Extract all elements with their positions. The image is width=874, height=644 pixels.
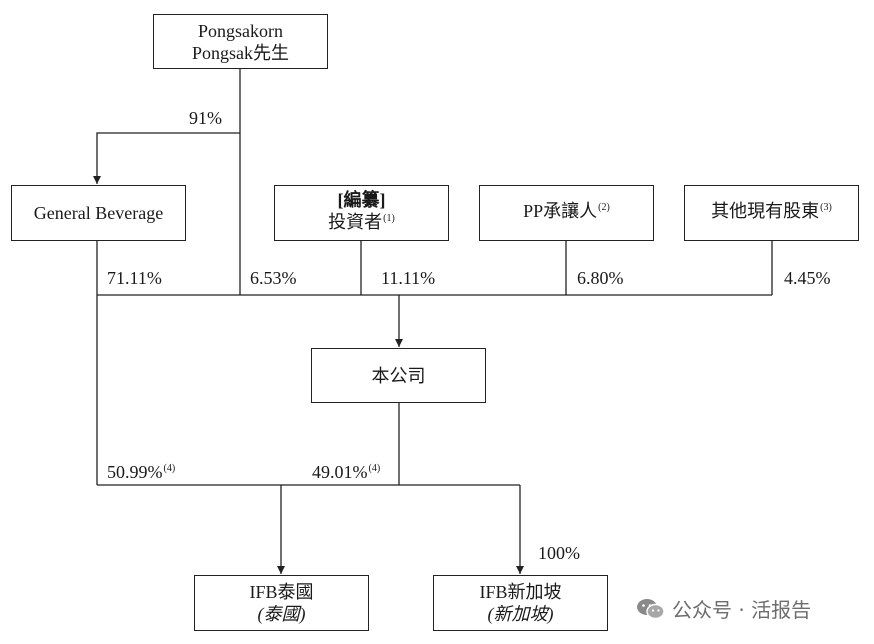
edge-label-founder-to-company: 6.53% xyxy=(250,268,297,288)
edge-label-pp-to-company: 6.80% xyxy=(577,268,624,288)
company-label: 本公司 xyxy=(371,365,426,386)
edge-note-gb-to-ifb-thailand: (4) xyxy=(163,463,176,474)
wechat-icon xyxy=(637,598,665,619)
ifb-singapore-line1: IFB新加坡 xyxy=(479,582,562,602)
other-shareholders-note: (3) xyxy=(820,202,832,213)
other-shareholders-label: 其他現有股東 xyxy=(711,201,820,221)
investors-box: [編纂] 投資者(1) xyxy=(274,185,449,241)
edge-note-company-to-ifb-thailand: (4) xyxy=(368,463,381,474)
investors-note: (1) xyxy=(383,213,395,224)
pp-assignees-label: PP承讓人 xyxy=(523,201,598,221)
edge-value-gb-to-ifb-thailand: 50.99% xyxy=(107,462,163,482)
general-beverage-label: General Beverage xyxy=(33,203,164,223)
company-box: 本公司 xyxy=(311,348,486,403)
investors-label-line: 投資者(1) xyxy=(328,211,395,237)
pp-assignees-box: PP承讓人(2) xyxy=(479,185,654,241)
watermark: 公众号 · 活报告 xyxy=(636,594,811,623)
ifb-singapore-box: IFB新加坡 (新加坡) xyxy=(433,575,608,631)
edge-label-company-to-ifb-thailand: 49.01%(4) xyxy=(312,462,380,486)
edge-label-company-to-ifb-singapore: 100% xyxy=(538,543,580,563)
ifb-singapore-line2: (新加坡) xyxy=(487,604,554,624)
founder-name-line1: Pongsakorn xyxy=(198,20,283,41)
watermark-text: 公众号 · 活报告 xyxy=(672,598,812,622)
founder-name-line2: Pongsak先生 xyxy=(191,42,289,63)
general-beverage-box: General Beverage xyxy=(11,185,186,241)
pp-assignees-note: (2) xyxy=(598,202,610,213)
edge-label-founder-to-gb: 91% xyxy=(189,108,222,128)
investors-bracket-text: [編纂] xyxy=(337,190,386,210)
ifb-thailand-line2: (泰國) xyxy=(257,604,306,624)
ifb-thailand-line1: IFB泰國 xyxy=(249,582,314,602)
pp-assignees-label-line: PP承讓人(2) xyxy=(523,200,610,226)
ifb-thailand-box: IFB泰國 (泰國) xyxy=(194,575,369,631)
other-shareholders-box: 其他現有股東(3) xyxy=(684,185,859,241)
investors-label: 投資者 xyxy=(328,212,383,232)
edge-label-investors-to-company: 11.11% xyxy=(381,268,436,288)
edge-label-others-to-company: 4.45% xyxy=(784,268,831,288)
edge-label-gb-to-company: 71.11% xyxy=(107,268,162,288)
other-shareholders-label-line: 其他現有股東(3) xyxy=(711,200,832,226)
founder-box: Pongsakorn Pongsak先生 xyxy=(153,14,328,69)
edge-value-company-to-ifb-thailand: 49.01% xyxy=(312,462,368,482)
edge-label-gb-to-ifb-thailand: 50.99%(4) xyxy=(107,462,175,486)
